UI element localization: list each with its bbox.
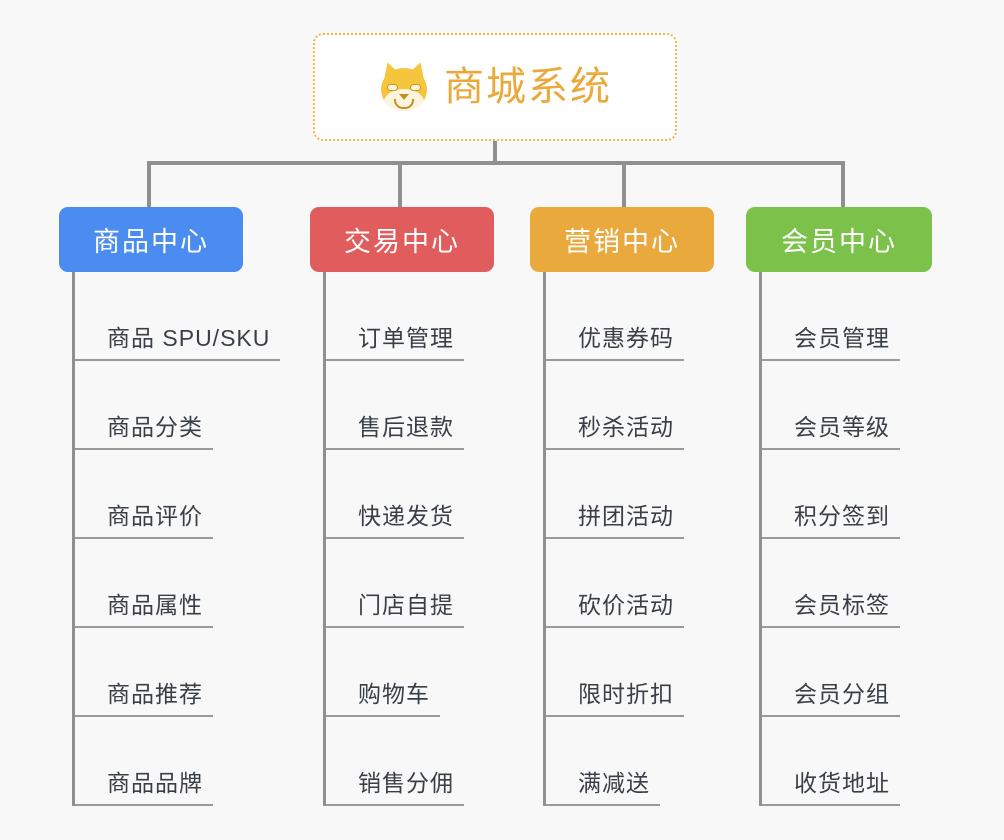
connector-root-stem [493, 141, 497, 165]
branch-items-member: 会员管理 会员等级 积分签到 会员标签 会员分组 收货地址 [759, 272, 932, 806]
branch-column-marketing: 营销中心 优惠券码 秒杀活动 拼团活动 砍价活动 限时折扣 满减送 [530, 207, 714, 806]
list-item-label: 收货地址 [794, 764, 900, 806]
branch-items-product: 商品 SPU/SKU 商品分类 商品评价 商品属性 商品推荐 商品品牌 [72, 272, 281, 806]
list-item[interactable]: 会员等级 [762, 361, 932, 450]
list-item[interactable]: 会员分组 [762, 628, 932, 717]
list-item[interactable]: 拼团活动 [546, 450, 714, 539]
list-item-label: 会员标签 [794, 586, 900, 628]
list-item-label: 商品品牌 [107, 764, 213, 806]
branch-header-label: 交易中心 [344, 227, 460, 257]
list-item-label: 优惠券码 [578, 319, 684, 361]
list-item[interactable]: 商品评价 [75, 450, 243, 539]
list-item-label: 限时折扣 [578, 675, 684, 717]
list-item-label: 砍价活动 [578, 586, 684, 628]
list-item-label: 订单管理 [358, 319, 464, 361]
list-item[interactable]: 快递发货 [326, 450, 494, 539]
connector-drop-3 [622, 161, 626, 209]
list-item-label: 会员等级 [794, 408, 900, 450]
branch-header-label: 营销中心 [564, 227, 680, 257]
branch-column-member: 会员中心 会员管理 会员等级 积分签到 会员标签 会员分组 收货地址 [746, 207, 932, 806]
list-item-label: 拼团活动 [578, 497, 684, 539]
list-item[interactable]: 商品品牌 [75, 717, 243, 806]
list-item-label: 商品推荐 [107, 675, 213, 717]
connector-horizontal-bus [147, 161, 845, 165]
list-item[interactable]: 门店自提 [326, 539, 494, 628]
list-item[interactable]: 售后退款 [326, 361, 494, 450]
list-item[interactable]: 秒杀活动 [546, 361, 714, 450]
branch-items-marketing: 优惠券码 秒杀活动 拼团活动 砍价活动 限时折扣 满减送 [543, 272, 714, 806]
branch-header-marketing[interactable]: 营销中心 [530, 207, 714, 272]
list-item[interactable]: 积分签到 [762, 450, 932, 539]
list-item-label: 积分签到 [794, 497, 900, 539]
branch-column-product: 商品中心 商品 SPU/SKU 商品分类 商品评价 商品属性 商品推荐 商品品牌 [59, 207, 281, 806]
root-title: 商城系统 [444, 65, 612, 109]
list-item-label: 满减送 [578, 764, 660, 806]
branch-items-trade: 订单管理 售后退款 快递发货 门店自提 购物车 销售分佣 [323, 272, 494, 806]
branch-header-label: 会员中心 [781, 227, 897, 257]
branch-header-member[interactable]: 会员中心 [746, 207, 932, 272]
branch-column-trade: 交易中心 订单管理 售后退款 快递发货 门店自提 购物车 销售分佣 [310, 207, 494, 806]
connector-drop-4 [841, 161, 845, 209]
list-item-label: 快递发货 [358, 497, 464, 539]
list-item[interactable]: 商品推荐 [75, 628, 243, 717]
connector-drop-1 [147, 161, 151, 209]
list-item-label: 门店自提 [358, 586, 464, 628]
list-item[interactable]: 购物车 [326, 628, 494, 717]
list-item[interactable]: 限时折扣 [546, 628, 714, 717]
list-item[interactable]: 满减送 [546, 717, 714, 806]
list-item[interactable]: 商品属性 [75, 539, 243, 628]
list-item[interactable]: 销售分佣 [326, 717, 494, 806]
list-item[interactable]: 砍价活动 [546, 539, 714, 628]
list-item-label: 售后退款 [358, 408, 464, 450]
list-item-label: 商品评价 [107, 497, 213, 539]
list-item[interactable]: 优惠券码 [546, 272, 714, 361]
list-item-label: 购物车 [358, 675, 440, 717]
list-item[interactable]: 商品 SPU/SKU [75, 272, 281, 361]
connector-drop-2 [398, 161, 402, 209]
list-item[interactable]: 收货地址 [762, 717, 932, 806]
branch-header-product[interactable]: 商品中心 [59, 207, 243, 272]
list-item-label: 商品分类 [107, 408, 213, 450]
list-item[interactable]: 会员标签 [762, 539, 932, 628]
list-item-label: 会员管理 [794, 319, 900, 361]
list-item[interactable]: 会员管理 [762, 272, 932, 361]
root-node[interactable]: 商城系统 [313, 33, 677, 141]
shiba-dog-icon [378, 59, 430, 112]
branch-header-label: 商品中心 [93, 227, 209, 257]
list-item-label: 商品 SPU/SKU [107, 319, 281, 361]
branch-header-trade[interactable]: 交易中心 [310, 207, 494, 272]
list-item-label: 商品属性 [107, 586, 213, 628]
list-item-label: 秒杀活动 [578, 408, 684, 450]
list-item-label: 会员分组 [794, 675, 900, 717]
list-item[interactable]: 订单管理 [326, 272, 494, 361]
list-item[interactable]: 商品分类 [75, 361, 243, 450]
list-item-label: 销售分佣 [358, 764, 464, 806]
